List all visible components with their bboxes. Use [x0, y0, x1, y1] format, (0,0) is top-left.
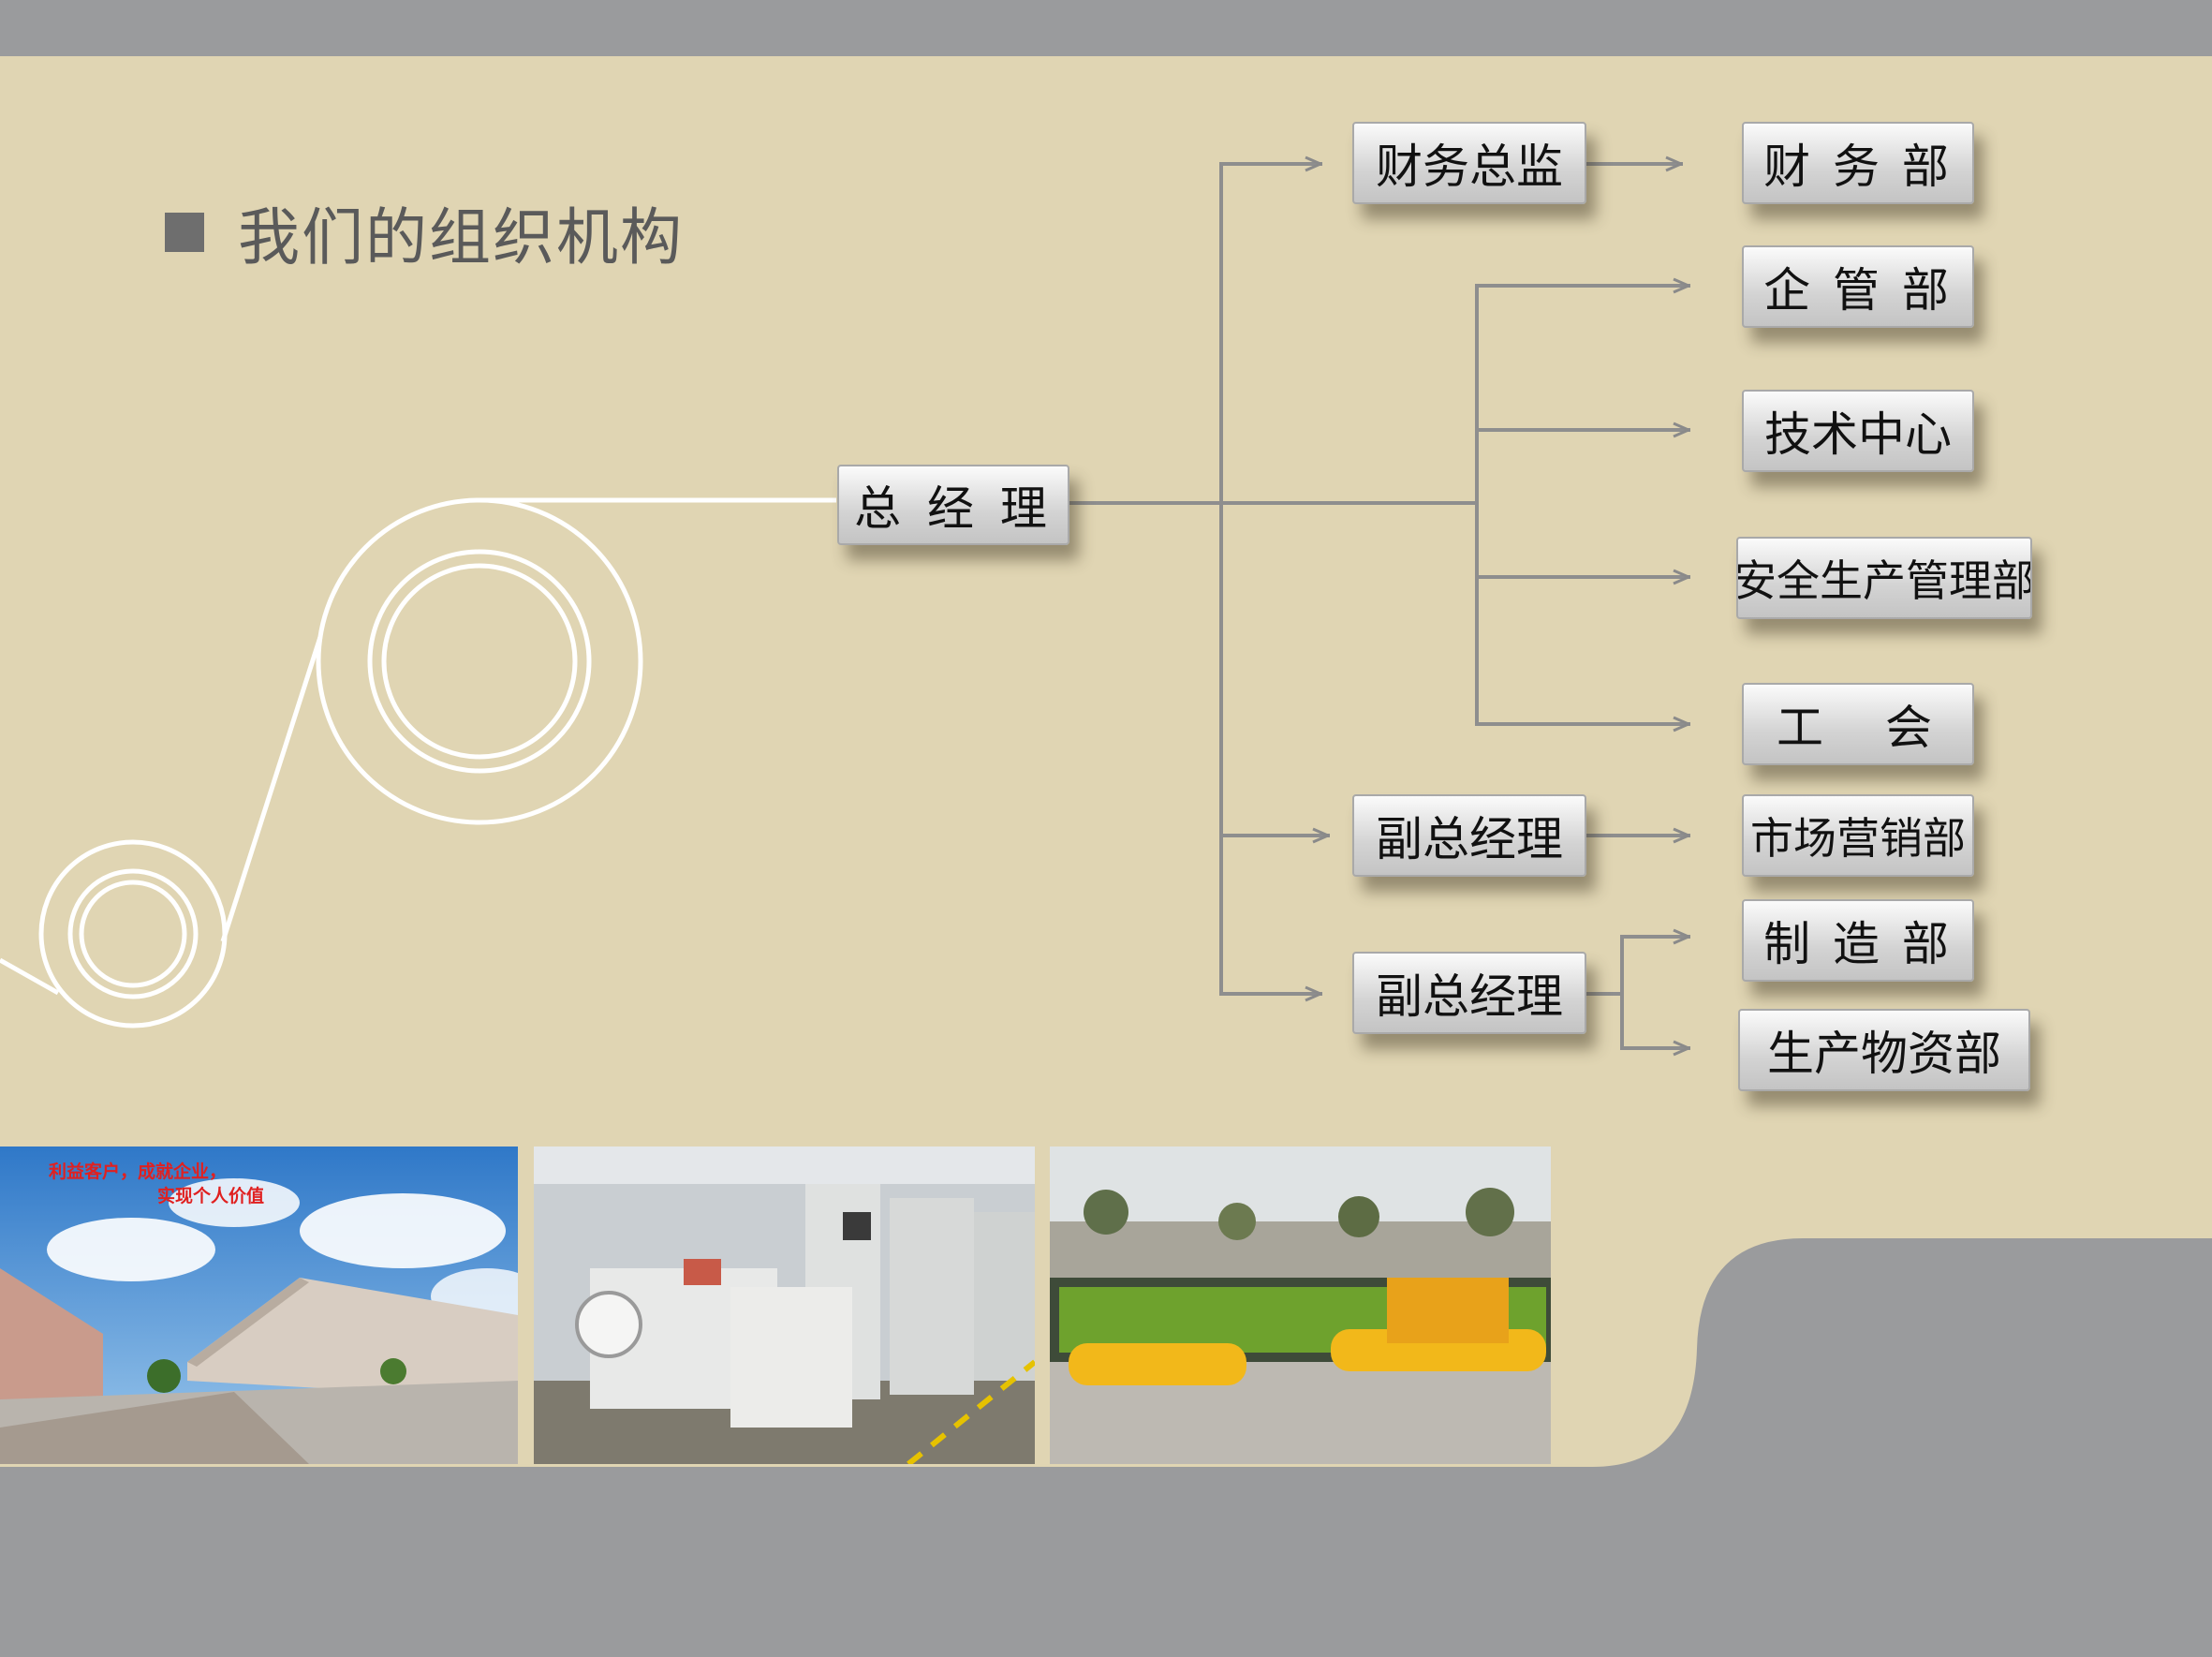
node-general-manager: 总 经 理 [837, 465, 1069, 545]
production-machinery-photo [534, 1147, 1035, 1464]
node-manufacturing-dept: 制 造 部 [1742, 899, 1974, 982]
page-title: 我们的组织机构 [238, 201, 684, 274]
film-reel-decoration [0, 497, 836, 1028]
factory-exterior-photo: 利益客户，成就企业， 实现个人价值 [0, 1147, 518, 1464]
node-finance-dept: 财 务 部 [1742, 122, 1974, 204]
bullet-square-icon [165, 213, 204, 252]
node-vice-gm-1: 副总经理 [1352, 794, 1586, 877]
node-production-materials-dept: 生产物资部 [1738, 1009, 2030, 1091]
node-tech-center: 技术中心 [1742, 390, 1974, 472]
section-title: 我们的组织机构 [165, 187, 684, 277]
team-building-photo [1050, 1147, 1551, 1464]
node-enterprise-mgmt-dept: 企 管 部 [1742, 245, 1974, 328]
node-vice-gm-2: 副总经理 [1352, 952, 1586, 1034]
factory-slogan-line1: 利益客户，成就企业， [49, 1161, 228, 1182]
node-marketing-dept: 市场营销部 [1742, 794, 1974, 877]
node-finance-director: 财务总监 [1352, 122, 1586, 204]
node-safety-production-dept: 安全生产管理部 [1736, 537, 2032, 619]
factory-slogan-line2: 实现个人价值 [157, 1186, 265, 1206]
beige-panel [0, 56, 2212, 1467]
node-union: 工 会 [1742, 683, 1974, 765]
